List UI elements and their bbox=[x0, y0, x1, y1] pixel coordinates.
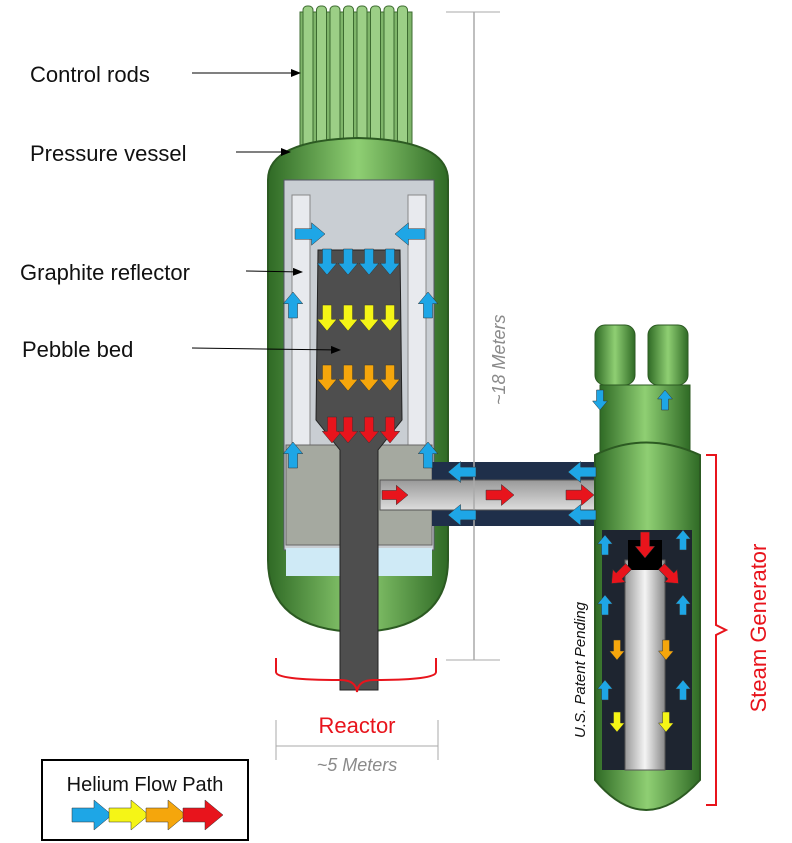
width-dimension-label: ~5 Meters bbox=[317, 755, 398, 775]
flow-arrow-blue bbox=[596, 534, 614, 556]
control-rods bbox=[299, 5, 413, 153]
legend: Helium Flow Path bbox=[41, 759, 249, 841]
flow-arrow-blue bbox=[567, 460, 597, 484]
control-rod bbox=[343, 5, 354, 153]
flow-arrow-blue bbox=[417, 291, 439, 319]
width-dimension: ~5 Meters bbox=[275, 720, 439, 775]
steam-generator-bracket bbox=[706, 454, 729, 806]
flow-arrow-red bbox=[358, 416, 380, 444]
flow-arrow-blue bbox=[674, 529, 692, 551]
steam-generator-label: Steam Generator bbox=[746, 544, 771, 713]
control-rod bbox=[397, 5, 408, 153]
helium-flow-arrows bbox=[282, 222, 692, 733]
patent-label: U.S. Patent Pending bbox=[572, 601, 589, 738]
flow-arrow-orange bbox=[316, 364, 338, 392]
flow-arrow-blue bbox=[674, 594, 692, 616]
flow-arrow-blue bbox=[447, 460, 477, 484]
flow-arrow-orange bbox=[657, 639, 675, 661]
flow-arrow-orange bbox=[358, 364, 380, 392]
flow-arrow-blue bbox=[358, 248, 380, 276]
flow-arrow-blue bbox=[674, 679, 692, 701]
flow-arrow-red bbox=[611, 563, 632, 584]
control-rod bbox=[383, 5, 395, 153]
flow-arrow-blue bbox=[379, 248, 401, 276]
flow-arrow-red bbox=[337, 416, 359, 444]
flow-arrow-blue bbox=[282, 291, 304, 319]
flow-arrow-yellow bbox=[337, 304, 359, 332]
graphite-reflector-label: Graphite reflector bbox=[20, 260, 190, 285]
legend-title: Helium Flow Path bbox=[67, 774, 224, 796]
height-dimension: ~18 Meters bbox=[446, 11, 514, 661]
flow-arrow-yellow bbox=[358, 304, 380, 332]
reactor-brace bbox=[275, 658, 437, 693]
flow-arrow-yellow bbox=[657, 711, 675, 733]
flow-arrow-orange bbox=[337, 364, 359, 392]
flow-arrow-blue bbox=[656, 389, 674, 411]
flow-arrow-yellow bbox=[608, 711, 626, 733]
flow-arrow-blue bbox=[417, 441, 439, 469]
flow-arrow-yellow bbox=[379, 304, 401, 332]
graphite-reflector-pointer bbox=[245, 267, 303, 276]
flow-arrow-red bbox=[321, 416, 343, 444]
reactor-label: Reactor bbox=[318, 713, 395, 738]
flow-arrow-orange bbox=[379, 364, 401, 392]
flow-arrow-blue bbox=[567, 503, 597, 527]
height-dimension-label: ~18 Meters bbox=[489, 314, 509, 405]
flow-arrow-blue bbox=[596, 679, 614, 701]
flow-arrow-red bbox=[379, 416, 401, 444]
flow-arrow-blue bbox=[447, 503, 477, 527]
flow-arrow-red bbox=[658, 563, 679, 584]
flow-arrow-blue bbox=[316, 248, 338, 276]
pebble-bed-pointer bbox=[191, 345, 341, 354]
flow-arrow-blue bbox=[596, 594, 614, 616]
control-rod bbox=[370, 5, 381, 153]
legend-arrow bbox=[182, 799, 224, 831]
legend-arrow bbox=[108, 799, 150, 831]
control-rod bbox=[356, 5, 368, 153]
flow-arrow-blue bbox=[591, 389, 609, 411]
legend-arrow bbox=[71, 799, 113, 831]
flow-arrow-yellow bbox=[316, 304, 338, 332]
flow-arrow-red bbox=[485, 483, 515, 507]
pebble-bed-label: Pebble bed bbox=[22, 337, 133, 362]
pebble-bed bbox=[315, 249, 403, 691]
control-rod bbox=[329, 5, 341, 153]
steam-generator bbox=[594, 324, 701, 811]
flow-arrow-blue bbox=[337, 248, 359, 276]
flow-arrow-red bbox=[381, 484, 409, 506]
control-rod bbox=[302, 5, 314, 153]
flow-arrow-blue bbox=[394, 222, 426, 246]
control-rods-label: Control rods bbox=[30, 62, 150, 87]
flow-arrow-blue bbox=[294, 222, 326, 246]
pressure-vessel-label: Pressure vessel bbox=[30, 141, 187, 166]
flow-arrow-red bbox=[634, 531, 656, 559]
flow-arrow-orange bbox=[608, 639, 626, 661]
legend-arrow bbox=[145, 799, 187, 831]
flow-arrow-blue bbox=[282, 441, 304, 469]
flow-arrow-red bbox=[565, 483, 595, 507]
control-rod bbox=[316, 5, 327, 153]
